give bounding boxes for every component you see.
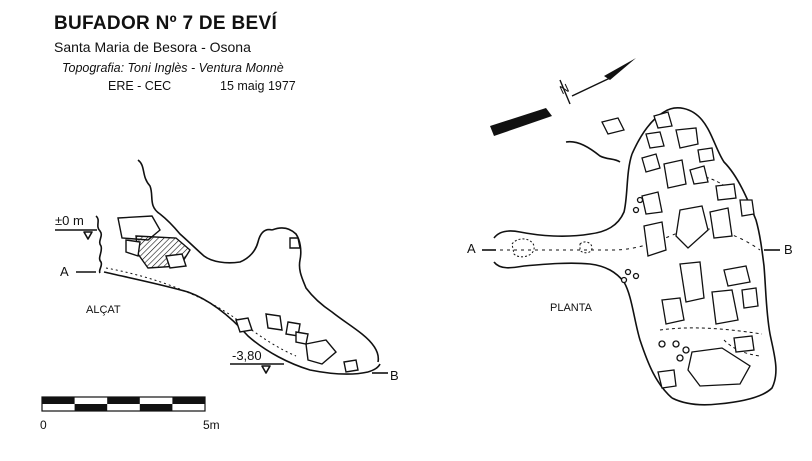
block-floor-5 <box>343 359 359 373</box>
elevation-label: ALÇAT <box>86 304 121 316</box>
plan-blocks <box>601 111 759 389</box>
plan-label: PLANTA <box>550 302 592 314</box>
plan-block-20 <box>687 347 751 387</box>
datum-tick <box>83 231 93 240</box>
scale-bar-segment <box>139 404 173 411</box>
depth-tick <box>261 365 271 374</box>
elevation-depth-label: -3,80 <box>232 348 262 363</box>
north-arrow-shaft <box>571 77 611 97</box>
plan-chamber <box>631 107 777 406</box>
scale-start-label: 0 <box>40 418 47 432</box>
plan-passage-top <box>493 153 633 239</box>
plan-pebble-7 <box>682 346 690 354</box>
elevation-floor <box>103 271 369 375</box>
plan-pebble-2 <box>632 272 640 280</box>
plan-block-16 <box>679 261 705 303</box>
survey-topography-credit: Topografia: Toni Inglès - Ventura Monnè <box>62 61 284 75</box>
plan-block-13 <box>709 207 733 239</box>
plan-block-2 <box>653 111 673 129</box>
plan-block-11 <box>675 205 709 249</box>
plan-pebble-4 <box>636 196 644 204</box>
block-floor-4 <box>305 339 337 365</box>
survey-date: 15 maig 1977 <box>220 79 296 93</box>
plan-block-17 <box>711 289 739 325</box>
plan-passage-bottom <box>493 261 673 399</box>
north-arrow-head <box>604 58 636 80</box>
survey-organization: ERE - CEC <box>108 79 172 93</box>
elevation-profile-dashed <box>105 267 297 357</box>
plan-pebble-8 <box>676 354 684 362</box>
scale-bar-segment <box>42 397 75 404</box>
plan-pebble-1 <box>624 268 632 276</box>
plan-outer-edge <box>565 140 621 163</box>
block-chamber-rock <box>289 237 301 249</box>
north-arrow-cross <box>559 79 571 105</box>
north-arrow-tail <box>490 108 552 136</box>
plan-block-22 <box>657 369 677 389</box>
elevation-left-wall <box>95 215 103 274</box>
elevation-end-wall <box>367 363 381 373</box>
plan-block-10 <box>641 191 663 215</box>
plan-dashed-ring-1 <box>511 238 535 258</box>
plan-block-7 <box>663 159 687 189</box>
plan-block-15 <box>723 265 751 287</box>
plan-end-label: B <box>784 242 793 257</box>
plan-dashed-contour-1 <box>659 327 763 335</box>
plan-pebble-3 <box>620 276 628 284</box>
scale-end-label: 5m <box>203 418 220 432</box>
plan-block-14 <box>739 199 755 217</box>
block-floor-2 <box>265 313 283 331</box>
block-floor-6 <box>295 331 309 345</box>
plan-block-5 <box>697 147 715 163</box>
scale-bar-segment <box>172 397 205 404</box>
plan-block-8 <box>689 165 709 185</box>
plan-block-21 <box>733 335 755 353</box>
plan-dashed-contour-2 <box>699 175 733 193</box>
plan-pebble-5 <box>632 206 640 214</box>
scale-bar-segment <box>107 397 140 404</box>
elevation-section <box>55 159 388 375</box>
elevation-end-label: B <box>390 368 399 383</box>
block-small-1 <box>125 239 141 257</box>
survey-title: BUFADOR Nº 7 DE BEVÍ <box>54 13 278 34</box>
plan-block-6 <box>641 153 661 173</box>
elevation-roof <box>137 159 273 264</box>
block-boulder-top <box>117 215 161 241</box>
scale-bar-segment <box>74 404 108 411</box>
survey-location: Santa Maria de Besora - Osona <box>54 39 251 55</box>
elevation-datum-label: ±0 m <box>55 213 84 228</box>
elevation-chamber-top <box>271 227 380 363</box>
plan-block-1 <box>601 117 625 135</box>
elevation-entrance-label: A <box>60 264 69 279</box>
plan-entrance-label: A <box>467 241 476 256</box>
plan-block-9 <box>715 183 737 201</box>
plan-block-12 <box>643 221 667 257</box>
plan-dashed-ring-2 <box>579 241 593 254</box>
plan-block-3 <box>645 131 665 149</box>
block-small-2 <box>165 253 187 269</box>
plan-pebble-9 <box>658 340 666 348</box>
plan-block-19 <box>741 287 759 309</box>
scale-bar <box>41 396 206 412</box>
north-arrow <box>490 58 636 136</box>
plan-block-4 <box>675 127 699 149</box>
block-floor-1 <box>235 317 253 333</box>
elevation-blocks <box>117 215 359 373</box>
plan-pebble-6 <box>672 340 680 348</box>
plan-block-18 <box>661 297 685 325</box>
